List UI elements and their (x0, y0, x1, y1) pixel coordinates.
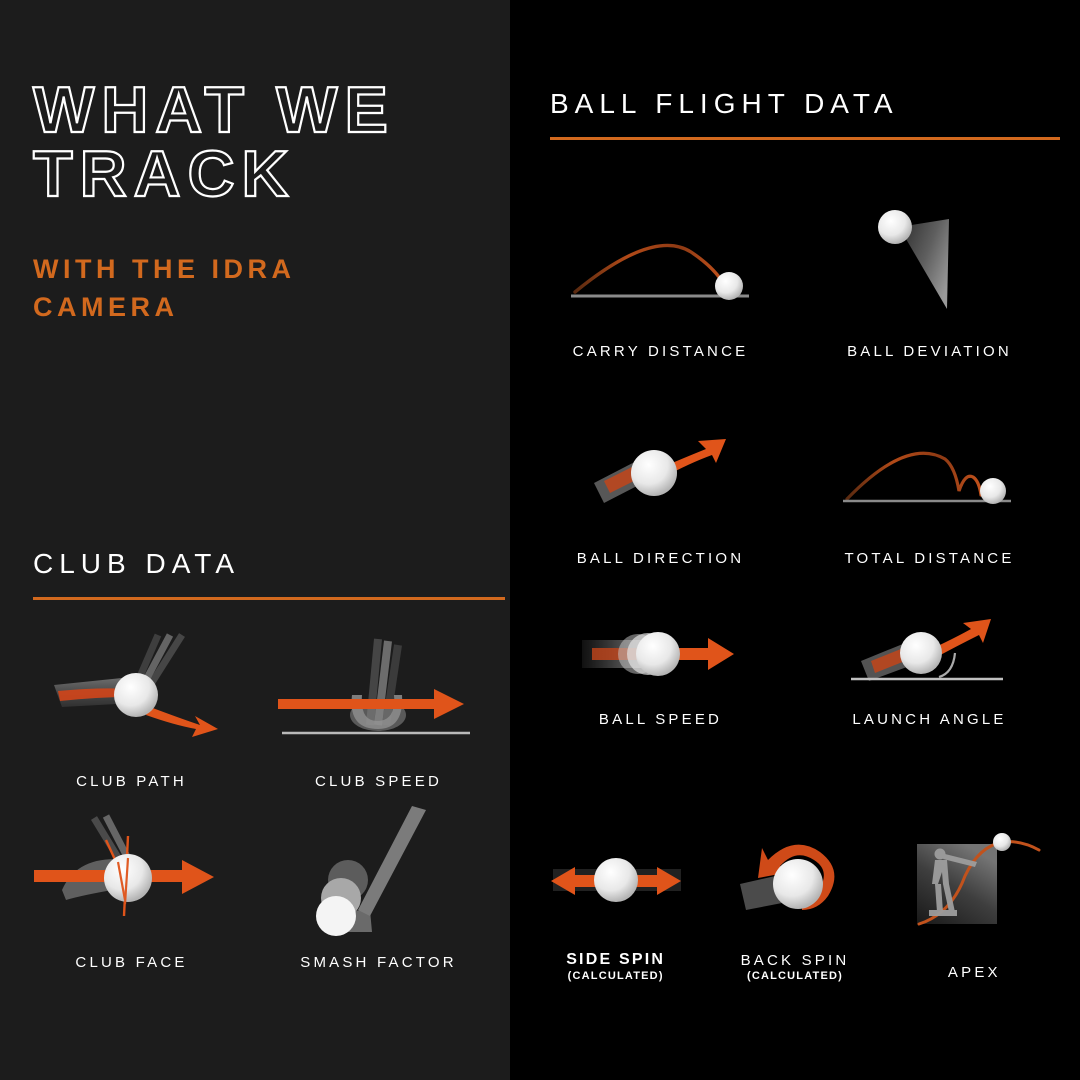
side-spin-icon (528, 812, 703, 949)
club-speed-icon (257, 615, 500, 771)
metric-ball-deviation[interactable]: BALL DEVIATION (799, 185, 1060, 360)
ball-deviation-icon (799, 185, 1060, 341)
right-panel: BALL FLIGHT DATA (510, 0, 1080, 1080)
metric-club-speed[interactable]: CLUB SPEED (257, 615, 500, 790)
ball-direction-icon (530, 392, 791, 548)
apex-icon (887, 812, 1062, 962)
metric-label: BALL DEVIATION (847, 343, 1012, 360)
club-data-title: CLUB DATA (33, 548, 240, 579)
smash-factor-icon (257, 796, 500, 952)
metric-label: CLUB PATH (76, 773, 187, 790)
metric-label: BACK SPIN (740, 952, 850, 969)
ball-flight-grid-top: CARRY DISTANCE (530, 185, 1060, 728)
metric-apex[interactable]: APEX (887, 812, 1062, 982)
back-spin-icon (707, 812, 882, 950)
launch-angle-icon (799, 599, 1060, 709)
page-title: WHAT WE TRACK (32, 73, 395, 210)
metric-label: SMASH FACTOR (300, 954, 457, 971)
metric-side-spin[interactable]: SIDE SPIN (CALCULATED) (528, 812, 703, 982)
total-distance-icon (799, 392, 1060, 548)
ball-flight-section-header: BALL FLIGHT DATA (550, 88, 1060, 140)
metric-label: BALL DIRECTION (576, 550, 745, 567)
metric-carry-distance[interactable]: CARRY DISTANCE (530, 185, 791, 360)
club-path-icon (10, 615, 253, 771)
metric-label: CARRY DISTANCE (572, 343, 749, 360)
club-face-icon (10, 796, 253, 952)
metric-sublabel: (CALCULATED) (567, 970, 664, 982)
metric-label: CLUB FACE (75, 954, 188, 971)
club-data-divider (33, 597, 505, 600)
carry-distance-icon (530, 185, 791, 341)
metric-ball-speed[interactable]: BALL SPEED (530, 599, 791, 728)
metric-total-distance[interactable]: TOTAL DISTANCE (799, 392, 1060, 567)
metric-sublabel: (CALCULATED) (746, 970, 844, 982)
metric-back-spin[interactable]: BACK SPIN (CALCULATED) (707, 812, 882, 982)
metric-label: APEX (947, 964, 1001, 981)
hero-block: WHAT WE TRACK (32, 73, 473, 210)
metric-smash-factor[interactable]: SMASH FACTOR (257, 796, 500, 971)
metric-label: CLUB SPEED (314, 773, 443, 790)
left-panel: WHAT WE TRACK WITH THE IDRA CAMERA CLUB … (0, 0, 510, 1080)
metric-launch-angle[interactable]: LAUNCH ANGLE (799, 599, 1060, 728)
hero-subtitle: WITH THE IDRA CAMERA (33, 254, 296, 323)
ball-flight-grid-bottom: SIDE SPIN (CALCULATED) BACK SPIN (CALCUL… (528, 812, 1062, 982)
ball-flight-divider (550, 137, 1060, 140)
metric-label: LAUNCH ANGLE (852, 711, 1007, 728)
metric-ball-direction[interactable]: BALL DIRECTION (530, 392, 791, 567)
metric-label: BALL SPEED (598, 711, 723, 728)
metric-label: TOTAL DISTANCE (844, 550, 1015, 567)
metric-club-face[interactable]: CLUB FACE (10, 796, 253, 971)
club-data-grid: CLUB PATH (10, 615, 500, 971)
ball-flight-title: BALL FLIGHT DATA (550, 88, 899, 119)
metric-club-path[interactable]: CLUB PATH (10, 615, 253, 790)
ball-speed-icon (530, 599, 791, 709)
metric-label: SIDE SPIN (566, 951, 666, 968)
club-data-section-header: CLUB DATA (33, 548, 505, 600)
